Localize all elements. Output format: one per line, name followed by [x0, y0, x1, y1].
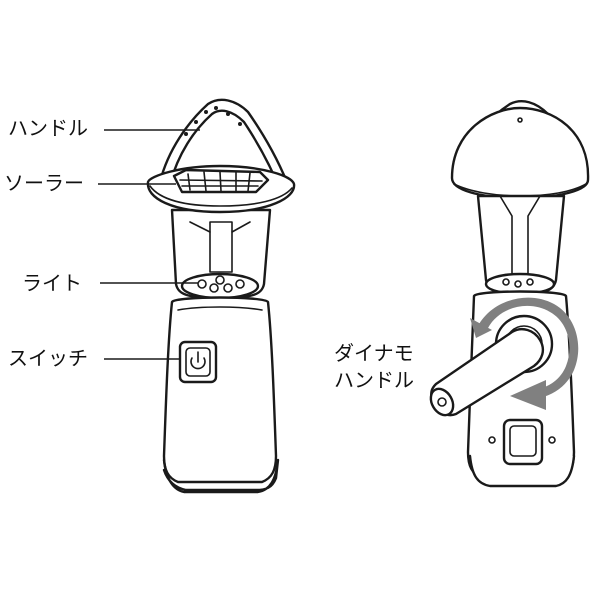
- dynamo-crank[interactable]: [426, 314, 554, 419]
- lantern-front-view: [98, 98, 296, 494]
- label-dynamo-line1: ダイナモ: [334, 341, 414, 365]
- lantern-back-view: [426, 100, 590, 488]
- label-solar: ソーラー: [4, 171, 84, 195]
- rotate-arrow-icon: [470, 297, 579, 410]
- leader-lines: [98, 129, 200, 360]
- power-icon: [190, 351, 206, 370]
- power-switch[interactable]: [178, 340, 218, 384]
- label-switch: スイッチ: [8, 346, 88, 370]
- light-globe-back: [476, 194, 566, 296]
- dome-cap: [450, 106, 590, 200]
- label-dynamo-line2: ハンドル: [334, 368, 414, 392]
- lantern-body: [162, 296, 280, 494]
- label-light: ライト: [22, 271, 82, 295]
- solar-cap: [146, 164, 296, 214]
- light-globe: [170, 208, 272, 300]
- label-handle: ハンドル: [8, 116, 88, 140]
